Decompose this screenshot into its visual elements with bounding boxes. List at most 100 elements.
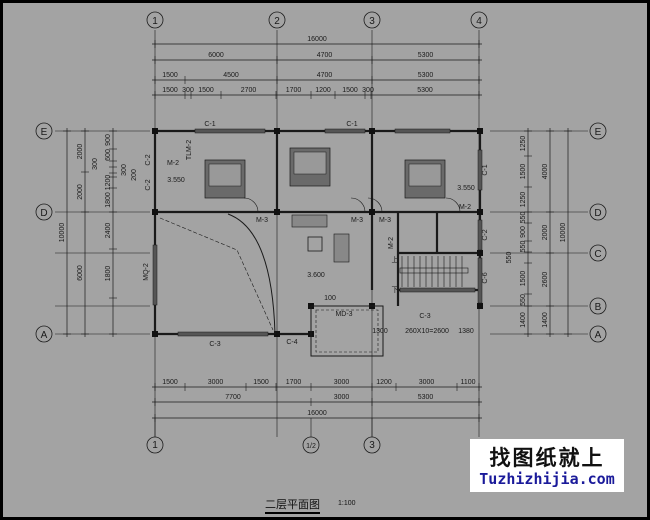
dimension-label: 1250 bbox=[520, 192, 527, 208]
dimension-label: 200 bbox=[131, 169, 138, 181]
dimension-label: 3000 bbox=[334, 394, 350, 401]
axis-bubble bbox=[268, 11, 286, 29]
dimension-label: 1500 bbox=[162, 72, 178, 79]
dimension-label: 5300 bbox=[418, 52, 434, 59]
stair-landing bbox=[399, 267, 469, 274]
window bbox=[194, 128, 266, 134]
void-outline bbox=[159, 217, 274, 331]
column bbox=[369, 128, 375, 134]
room-label-c3a: C-3 bbox=[209, 341, 220, 348]
room-label-md3: MD-3 bbox=[335, 311, 352, 318]
room-label-m3a: M-3 bbox=[256, 217, 268, 224]
dimension-label: 1200 bbox=[376, 379, 392, 386]
axis-bubble bbox=[363, 11, 381, 29]
axis-label: E bbox=[595, 127, 602, 138]
watermark-line1: 找图纸就上 bbox=[489, 446, 605, 470]
dimension-label: 5300 bbox=[418, 72, 434, 79]
axis-bubble bbox=[35, 203, 53, 221]
room-label-el3: 3.600 bbox=[307, 272, 325, 279]
window bbox=[399, 287, 476, 293]
dimension-label: 6000 bbox=[208, 52, 224, 59]
room-label-mq2: MQ-2 bbox=[143, 263, 150, 281]
window bbox=[324, 128, 366, 134]
dimension-label: 600 bbox=[105, 149, 112, 161]
dimension-label: 4000 bbox=[542, 164, 549, 180]
bed-sheet bbox=[208, 163, 242, 187]
dimension-label: 300 bbox=[182, 87, 194, 94]
column bbox=[274, 128, 280, 134]
bed-sheet bbox=[293, 151, 327, 175]
dimension-label: 5300 bbox=[418, 394, 434, 401]
room-label-m3b: M-3 bbox=[351, 217, 363, 224]
column bbox=[477, 250, 483, 256]
balcony bbox=[310, 305, 384, 357]
dimension-label: 550 bbox=[506, 252, 513, 264]
dimension-label: 4500 bbox=[223, 72, 239, 79]
room-label-el2: 3.550 bbox=[457, 185, 475, 192]
balcony-edge bbox=[315, 309, 379, 353]
dimension-label: 1800 bbox=[105, 266, 112, 282]
dimension-label: 550 bbox=[520, 241, 527, 253]
dimension-label: 900 bbox=[520, 226, 527, 238]
dimension-label: 3000 bbox=[208, 379, 224, 386]
dimension-label: 1500 bbox=[520, 164, 527, 180]
window bbox=[477, 149, 483, 191]
dimension-label: 16000 bbox=[307, 36, 327, 43]
column bbox=[274, 209, 280, 215]
room-label-c1r: C-1 bbox=[482, 164, 489, 175]
dimension-label: 10000 bbox=[560, 223, 567, 243]
room-label-c2r: C-2 bbox=[482, 229, 489, 240]
axis-label: C bbox=[594, 249, 601, 260]
drawing-title: 二层平面图 bbox=[265, 496, 320, 514]
room-label-c2a: C-2 bbox=[145, 154, 152, 165]
axis-label: E bbox=[41, 127, 48, 138]
dimension-label: 550 bbox=[520, 212, 527, 224]
dimension-label: 900 bbox=[105, 134, 112, 146]
dimension-label: 1700 bbox=[286, 87, 302, 94]
door-swing bbox=[367, 197, 383, 213]
room-label-c4: C-4 bbox=[286, 339, 297, 346]
dimension-label: 3000 bbox=[334, 379, 350, 386]
dimension-label: 2000 bbox=[77, 144, 84, 160]
dimension-label: 2600 bbox=[542, 272, 549, 288]
door-swing bbox=[243, 197, 259, 213]
door-swing bbox=[350, 197, 366, 213]
dimension-label: 1800 bbox=[105, 192, 112, 208]
room-label-st2: 260X10=2600 bbox=[405, 328, 449, 335]
axis-label: B bbox=[595, 302, 602, 313]
dimension-label: 7700 bbox=[225, 394, 241, 401]
dimension-label: 2000 bbox=[542, 225, 549, 241]
watermark-line2: Tuzhizhijia.com bbox=[479, 470, 615, 488]
axis-bubble bbox=[589, 297, 607, 315]
dimension-label: 10000 bbox=[59, 223, 66, 243]
dimension-label: 1400 bbox=[520, 312, 527, 328]
dimension-label: 1500 bbox=[520, 271, 527, 287]
room-label-c6: C-6 bbox=[482, 272, 489, 283]
dimension-label: 4700 bbox=[317, 72, 333, 79]
dimension-label: 1500 bbox=[162, 379, 178, 386]
axis-label: D bbox=[594, 208, 601, 219]
room-label-tlm2: TLM-2 bbox=[186, 140, 193, 160]
window bbox=[152, 244, 158, 306]
axis-bubble bbox=[589, 325, 607, 343]
dimension-label: 3000 bbox=[419, 379, 435, 386]
axis-bubble bbox=[470, 11, 488, 29]
axis-bubble bbox=[35, 122, 53, 140]
watermark: 找图纸就上 Tuzhizhijia.com bbox=[470, 439, 624, 492]
axis-label: 1/2 bbox=[306, 443, 316, 450]
dimension-label: 300 bbox=[92, 158, 99, 170]
column bbox=[152, 128, 158, 134]
dimension-label: 2700 bbox=[241, 87, 257, 94]
room-label-el1: 3.550 bbox=[167, 177, 185, 184]
window bbox=[477, 219, 483, 251]
room-label-m2c: M-2 bbox=[388, 237, 395, 249]
axis-label: D bbox=[40, 208, 47, 219]
dimension-label: 6000 bbox=[77, 265, 84, 281]
axis-label: 4 bbox=[476, 16, 482, 27]
bed-sheet bbox=[408, 163, 442, 187]
dimension-label: 5300 bbox=[417, 87, 433, 94]
dimension-label: 1700 bbox=[286, 379, 302, 386]
dimension-label: 1400 bbox=[542, 312, 549, 328]
dimension-label: 4700 bbox=[317, 52, 333, 59]
